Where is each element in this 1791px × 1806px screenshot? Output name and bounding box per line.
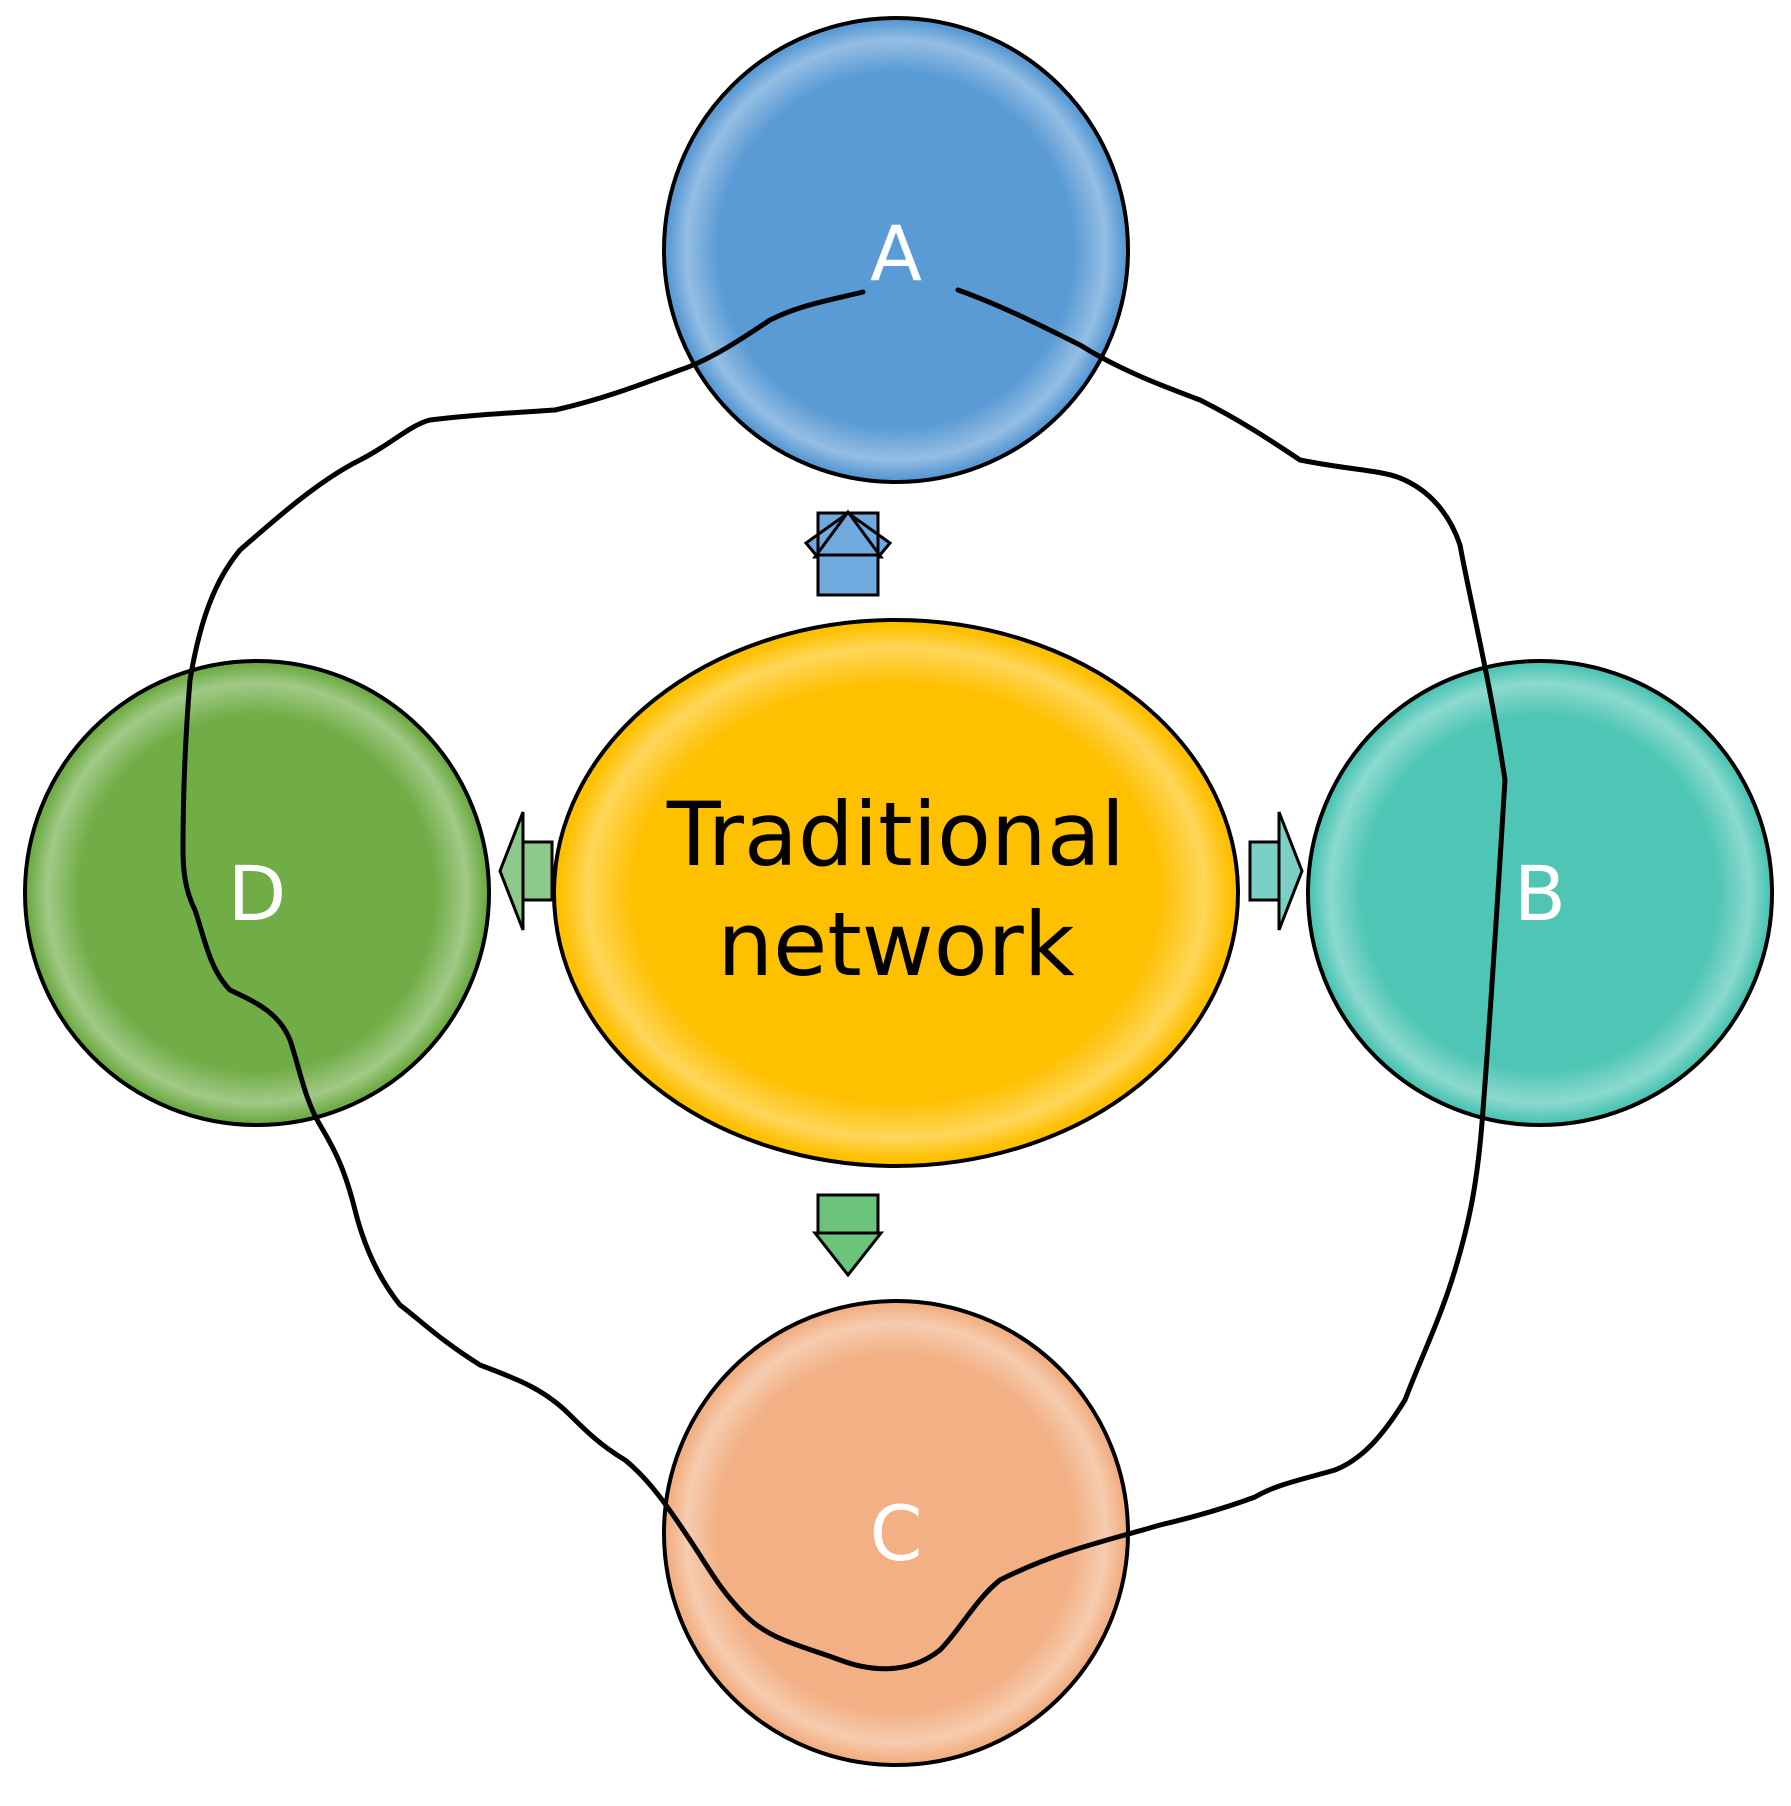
arrow-left <box>498 811 554 931</box>
node-c: C <box>662 1299 1130 1767</box>
node-d: D <box>23 659 491 1127</box>
center-label-line2: network <box>717 893 1074 996</box>
center-label-line1: Traditional <box>666 783 1125 886</box>
node-c-label: C <box>869 1489 922 1578</box>
arrow-right <box>1248 811 1304 931</box>
arrow-up <box>803 509 893 597</box>
center-node: Traditional network <box>552 618 1240 1168</box>
arrow-down <box>811 1193 885 1278</box>
node-b-label: B <box>1514 849 1566 938</box>
node-a: A <box>662 16 1130 484</box>
node-a-label: A <box>870 209 922 298</box>
node-b: B <box>1306 659 1774 1127</box>
node-d-label: D <box>228 849 287 938</box>
hand-drawn-ring <box>180 287 1508 1672</box>
